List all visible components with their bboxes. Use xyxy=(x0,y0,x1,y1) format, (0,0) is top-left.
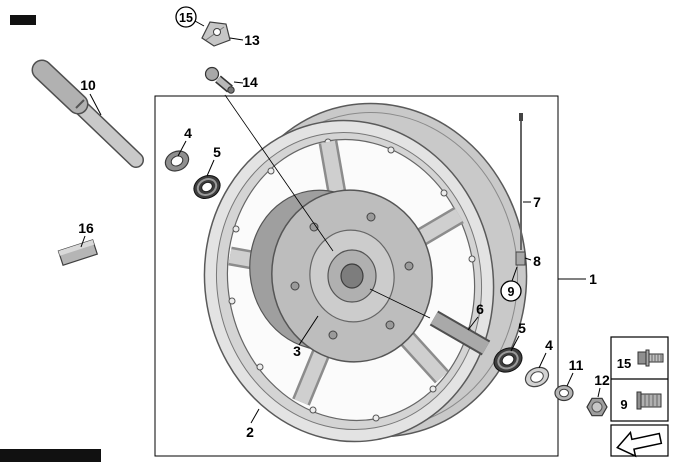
part-label-3: 3 xyxy=(293,343,301,359)
cap-nut-part xyxy=(586,397,608,417)
part-callout-14[interactable]: 14 xyxy=(242,74,258,90)
sensor-valve-part xyxy=(204,66,235,94)
part-callout-10[interactable]: 10 xyxy=(80,77,96,93)
corner-mark-top-left xyxy=(10,15,36,25)
bearing-right-part xyxy=(493,347,523,373)
screw-plug-icon xyxy=(636,391,662,410)
part-callout-8[interactable]: 8 xyxy=(533,253,541,269)
washer-right-part xyxy=(524,366,550,388)
part-label-15: 15 xyxy=(179,11,193,25)
part-callout-16[interactable]: 16 xyxy=(78,220,94,236)
part-label-5: 5 xyxy=(518,320,526,336)
key-block-part xyxy=(57,239,99,266)
part-label-9: 9 xyxy=(508,285,515,299)
callout-circle xyxy=(175,6,197,28)
part-callout-2[interactable]: 2 xyxy=(246,424,254,440)
spoke-nipples xyxy=(228,138,476,422)
part-callout-4-right[interactable]: 4 xyxy=(545,337,553,353)
part-callout-6[interactable]: 6 xyxy=(476,301,484,317)
part-label-13: 13 xyxy=(244,32,260,48)
part-label-7: 7 xyxy=(533,194,541,210)
front-axle-part xyxy=(31,59,144,168)
callout-circle xyxy=(500,280,522,302)
part-callout-7[interactable]: 7 xyxy=(533,194,541,210)
part-label-14: 14 xyxy=(242,74,258,90)
sensor-bracket-part xyxy=(201,21,231,47)
part-callout-3[interactable]: 3 xyxy=(293,343,301,359)
part-label-16: 16 xyxy=(78,220,94,236)
direction-arrow-box xyxy=(610,424,669,458)
spacer-sleeve-part xyxy=(429,310,491,356)
wheel-assembly xyxy=(203,102,528,443)
part-label-5: 5 xyxy=(213,144,221,160)
hub xyxy=(249,189,433,363)
part-callout-9[interactable]: 9 xyxy=(500,280,522,302)
corner-mark-bottom-left xyxy=(0,449,101,462)
direction-of-travel-arrow-icon xyxy=(616,430,663,458)
part-label-12: 12 xyxy=(594,372,610,388)
part-callout-5-left[interactable]: 5 xyxy=(213,144,221,160)
hex-bolt-icon xyxy=(637,349,664,367)
small-sleeve-part xyxy=(515,251,526,266)
bearing-left-part xyxy=(193,175,221,199)
part-callout-12[interactable]: 12 xyxy=(594,372,610,388)
part-callout-15[interactable]: 15 xyxy=(175,6,197,28)
nut-part xyxy=(554,384,574,402)
leader-lines xyxy=(80,20,601,424)
part-label-4: 4 xyxy=(545,337,553,353)
seal-washer-left-part xyxy=(164,150,190,172)
legend-box: 15 9 xyxy=(610,336,669,422)
part-label-10: 10 xyxy=(80,77,96,93)
hub-bore xyxy=(340,263,364,289)
part-callout-11[interactable]: 11 xyxy=(569,357,584,373)
part-callout-5-right[interactable]: 5 xyxy=(518,320,526,336)
diagram-frame xyxy=(154,95,559,457)
part-label-2: 2 xyxy=(246,424,254,440)
legend-label-15: 15 xyxy=(617,356,631,371)
part-label-8: 8 xyxy=(533,253,541,269)
part-callout-13[interactable]: 13 xyxy=(244,32,260,48)
part-label-1: 1 xyxy=(589,271,597,287)
part-label-4: 4 xyxy=(184,125,192,141)
part-callout-1[interactable]: 1 xyxy=(589,271,597,287)
hub-bolt-holes xyxy=(290,212,414,340)
part-label-6: 6 xyxy=(476,301,484,317)
part-callout-4-left[interactable]: 4 xyxy=(184,125,192,141)
part-label-11: 11 xyxy=(569,357,584,373)
legend-label-9: 9 xyxy=(620,397,627,412)
